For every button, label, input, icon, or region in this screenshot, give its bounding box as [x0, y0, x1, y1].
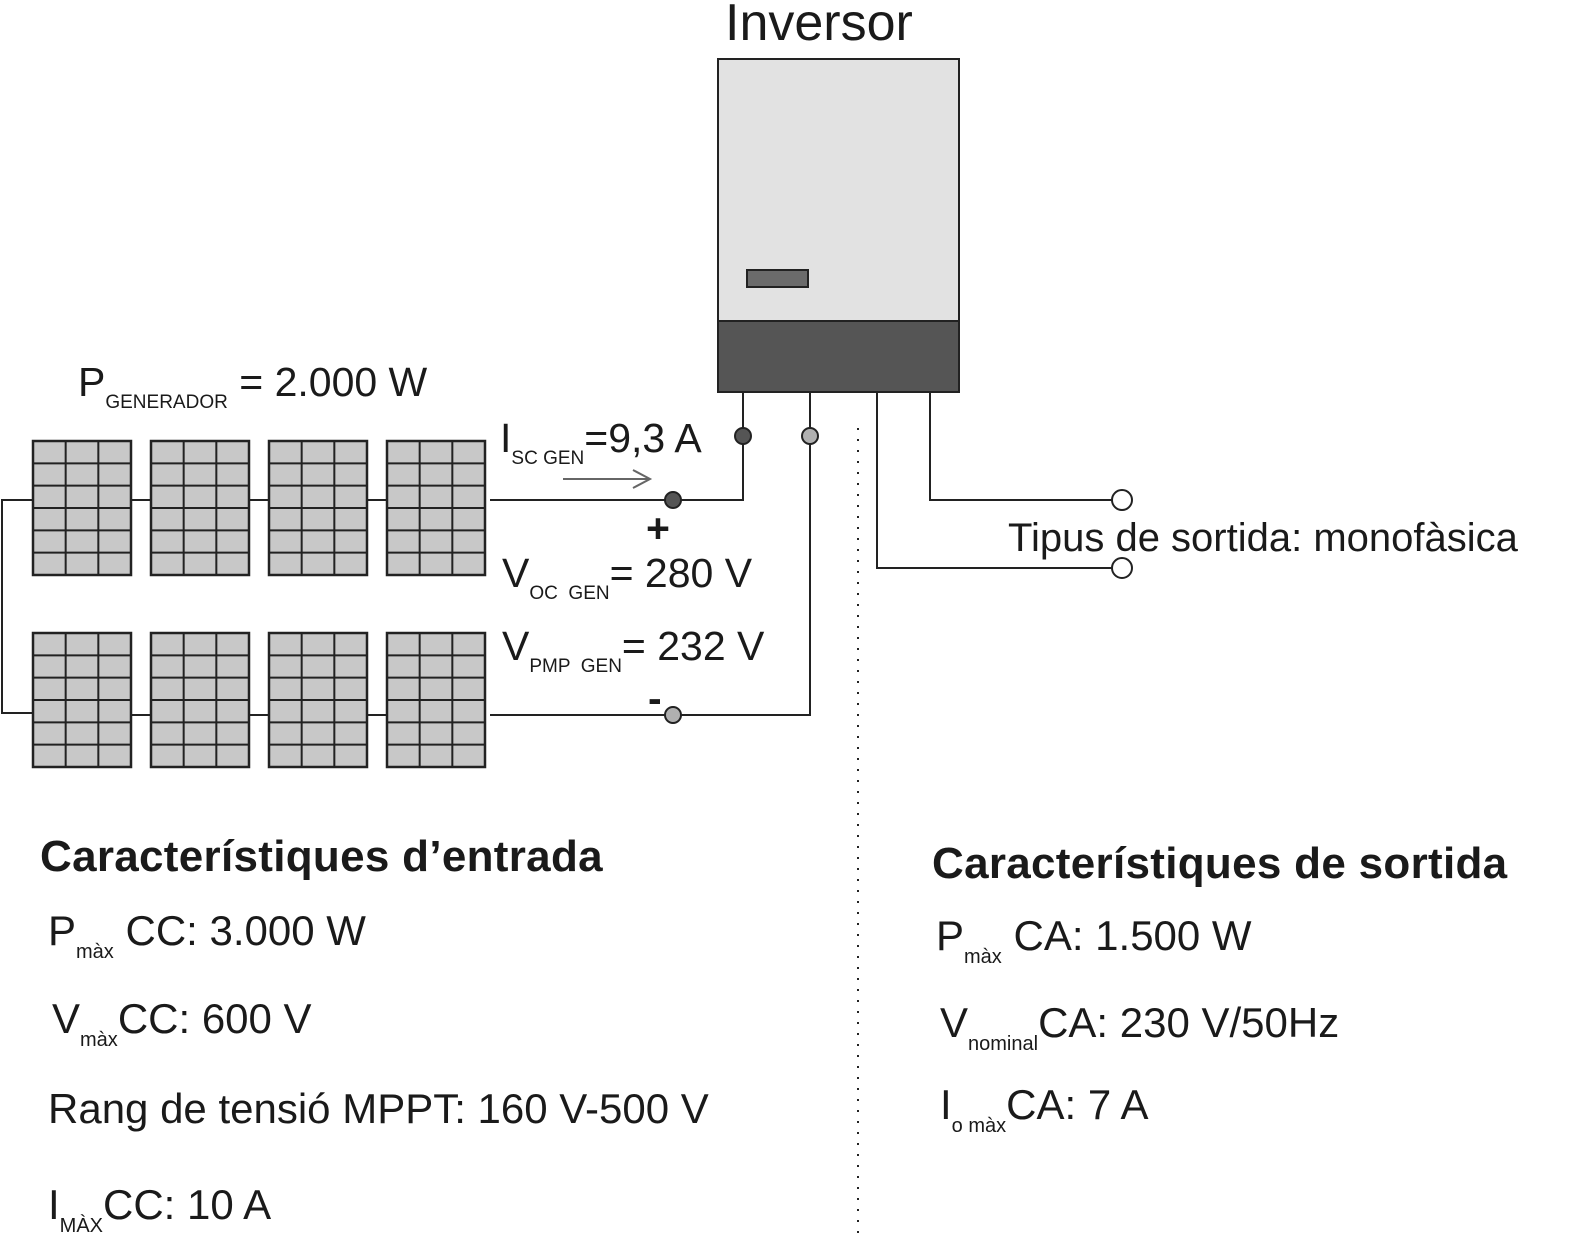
output-spec-imax: Io màxCA: 7 A	[940, 1081, 1149, 1137]
symbol: I	[500, 415, 512, 461]
ac-wire-1	[929, 392, 1112, 501]
value: CA: 7 A	[1006, 1081, 1149, 1128]
positive-sign: +	[646, 505, 670, 551]
negative-sign: -	[648, 675, 662, 721]
input-spec-vmax: VmàxCC: 600 V	[52, 995, 312, 1051]
inverter-display	[746, 269, 809, 288]
solar-panel	[31, 439, 133, 577]
subscript: MÀX	[59, 1215, 104, 1237]
output-spec-pmax: Pmàx CA: 1.500 W	[936, 912, 1252, 968]
input-spec-mppt-range: Rang de tensió MPPT: 160 V-500 V	[48, 1085, 709, 1132]
inverter-dc-positive-terminal	[734, 427, 752, 445]
solar-panel	[149, 439, 251, 577]
symbol: P	[936, 912, 965, 959]
value: CA: 230 V/50Hz	[1038, 999, 1340, 1046]
symbol: P	[48, 907, 77, 954]
solar-panel	[385, 439, 487, 577]
string-interconnect-wire	[1, 499, 33, 714]
solar-panel	[385, 631, 487, 769]
generator-positive-terminal	[664, 491, 682, 509]
symbol: V	[502, 623, 530, 669]
inverter-base	[717, 320, 960, 393]
inverter	[717, 58, 960, 393]
generator-power-label: PGENERADOR = 2.000 W	[78, 359, 428, 413]
subscript: PMP GEN	[529, 656, 622, 677]
symbol: I	[940, 1081, 952, 1128]
isc-label: ISC GEN=9,3 A	[500, 415, 702, 469]
subscript: nominal	[968, 1033, 1039, 1055]
vpmp-label: VPMP GEN= 232 V	[502, 623, 765, 677]
value: = 232 V	[621, 623, 765, 669]
output-spec-vnominal: VnominalCA: 230 V/50Hz	[940, 999, 1340, 1055]
input-specs-heading: Característiques d’entrada	[40, 832, 603, 881]
ac-wire-2	[876, 392, 1112, 569]
solar-panel	[267, 439, 369, 577]
subscript: OC GEN	[529, 583, 610, 604]
symbol: V	[940, 999, 969, 1046]
value: CC: 600 V	[117, 995, 312, 1042]
solar-panel	[31, 631, 133, 769]
symbol: V	[52, 995, 81, 1042]
value: =9,3 A	[584, 415, 702, 461]
inverter-title: Inversor	[725, 0, 913, 52]
value: CA: 1.500 W	[1001, 912, 1252, 959]
input-spec-imax: IMÀXCC: 10 A	[48, 1181, 272, 1237]
value: = 280 V	[609, 550, 753, 596]
symbol: P	[78, 359, 106, 405]
subscript: SC GEN	[511, 448, 585, 469]
solar-panels	[31, 439, 487, 769]
value: = 2.000 W	[239, 359, 428, 405]
voc-label: VOC GEN= 280 V	[502, 550, 753, 604]
subscript: GENERADOR	[105, 392, 228, 413]
ac-output-terminal-1	[1111, 489, 1133, 511]
current-arrow-icon	[563, 469, 653, 489]
ac-output-terminal-2	[1111, 557, 1133, 579]
subscript: màx	[80, 1029, 118, 1051]
generator-negative-terminal	[664, 706, 682, 724]
output-specs-heading: Característiques de sortida	[932, 839, 1508, 888]
dc-negative-wire	[490, 392, 811, 716]
inverter-dc-negative-terminal	[801, 427, 819, 445]
output-type-label: Tipus de sortida: monofàsica	[1008, 516, 1518, 560]
solar-panel	[267, 631, 369, 769]
value: CC: 10 A	[103, 1181, 272, 1228]
solar-panel	[149, 631, 251, 769]
value: CC: 3.000 W	[113, 907, 366, 954]
subscript: o màx	[951, 1115, 1007, 1137]
input-spec-pmax: Pmàx CC: 3.000 W	[48, 907, 366, 963]
symbol: V	[502, 550, 530, 596]
symbol: I	[48, 1181, 60, 1228]
subscript: màx	[76, 941, 114, 963]
subscript: màx	[964, 946, 1002, 968]
